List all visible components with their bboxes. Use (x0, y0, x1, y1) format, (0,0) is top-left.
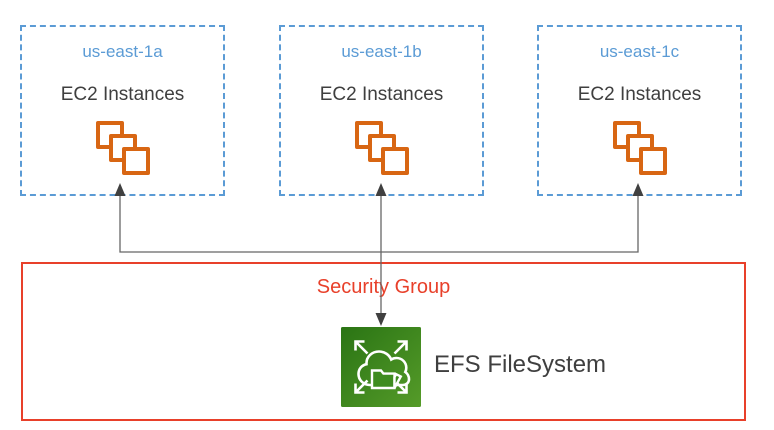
security-group-label: Security Group (316, 276, 451, 298)
az-label: us-east-1c (599, 42, 680, 61)
cloud-icon (357, 350, 411, 387)
ec2-square-front (121, 147, 150, 175)
az-box-us-east-1a: us-east-1a EC2 Instances (20, 25, 225, 196)
az-box-us-east-1b: us-east-1b EC2 Instances (279, 25, 484, 196)
ec2-instances-label: EC2 Instances (319, 84, 444, 105)
az-label: us-east-1b (341, 42, 422, 61)
ec2-square-front (380, 147, 409, 175)
az-label: us-east-1a (82, 42, 163, 61)
efs-filesystem-label: EFS FileSystem (434, 351, 607, 378)
ec2-instances-icon (612, 121, 667, 175)
ec2-instances-icon (354, 121, 409, 175)
ec2-square-front (638, 147, 667, 175)
ec2-instances-icon (95, 121, 150, 175)
connector-left-elbow (119, 194, 639, 253)
efs-icon-background (341, 327, 421, 407)
az-box-us-east-1c: us-east-1c EC2 Instances (537, 25, 742, 196)
efs-filesystem-icon (341, 327, 421, 407)
expand-arrows-icon (354, 340, 408, 394)
ec2-instances-label: EC2 Instances (577, 84, 702, 105)
folder-icon (370, 369, 403, 390)
ec2-instances-label: EC2 Instances (60, 84, 185, 105)
